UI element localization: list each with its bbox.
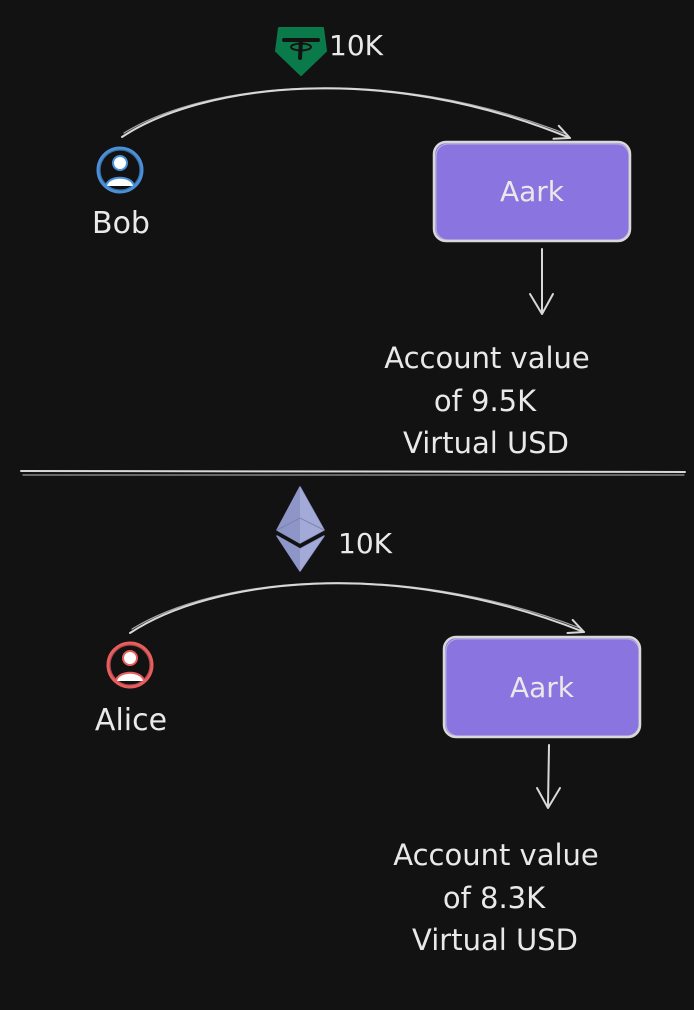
aark-box: Aark	[442, 635, 642, 739]
aark-box-label: Aark	[510, 671, 575, 704]
account-value-line3: Virtual USD	[412, 923, 578, 957]
deposit-arrow	[121, 87, 571, 140]
ethereum-icon	[276, 486, 325, 572]
user-name-label: Alice	[95, 703, 167, 738]
account-value-line2: of 9.5K	[434, 384, 537, 418]
account-value-line1: Account value	[393, 838, 599, 872]
user-name-label: Bob	[92, 206, 150, 241]
user-icon	[106, 641, 154, 689]
user-icon	[96, 146, 144, 194]
token-amount-label: 10K	[329, 29, 384, 62]
down-arrow	[536, 744, 561, 809]
panel-alice: 10K Alice Aark Account value of 8	[95, 486, 642, 957]
account-value-line2: of 8.3K	[443, 881, 546, 915]
account-value-line3: Virtual USD	[403, 426, 569, 460]
divider	[20, 470, 686, 476]
aark-box-label: Aark	[500, 175, 565, 208]
down-arrow	[529, 248, 554, 315]
account-value-text: Account value of 9.5K Virtual USD	[384, 341, 590, 460]
deposit-arrow	[129, 582, 585, 634]
panel-bob: 10K Bob Aark Account value of 9.5	[92, 27, 632, 460]
tether-icon	[275, 27, 327, 76]
account-value-text: Account value of 8.3K Virtual USD	[393, 838, 599, 957]
token-amount-label: 10K	[338, 527, 393, 560]
aark-box: Aark	[432, 140, 632, 243]
account-value-line1: Account value	[384, 341, 590, 375]
